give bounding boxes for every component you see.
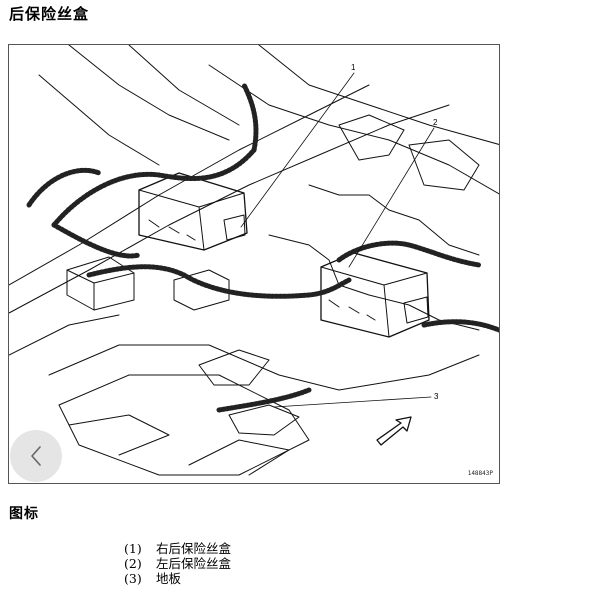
back-button[interactable] (10, 430, 62, 482)
legend-number: (1) (124, 541, 142, 556)
legend-list: (1) 右后保险丝盒 (2) 左后保险丝盒 (3) 地板 (124, 541, 231, 586)
page-title: 后保险丝盒 (9, 5, 90, 23)
figure-code: 148843P (467, 470, 493, 477)
callout-1: 1 (351, 63, 356, 72)
legend-label: 左后保险丝盒 (156, 556, 232, 571)
line-drawing: 1 2 3 (9, 45, 499, 476)
fuse-box-illustration: 1 2 3 148843P (8, 44, 500, 484)
legend-item: (3) 地板 (124, 571, 231, 586)
legend-item: (2) 左后保险丝盒 (124, 556, 231, 571)
callout-2: 2 (433, 118, 438, 127)
legend-label: 右后保险丝盒 (156, 541, 232, 556)
chevron-left-icon (31, 446, 41, 466)
callout-3: 3 (434, 392, 439, 401)
legend-number: (2) (124, 556, 142, 571)
legend-item: (1) 右后保险丝盒 (124, 541, 231, 556)
legend-number: (3) (124, 571, 142, 586)
legend-title: 图标 (9, 506, 39, 522)
legend-label: 地板 (156, 571, 182, 586)
